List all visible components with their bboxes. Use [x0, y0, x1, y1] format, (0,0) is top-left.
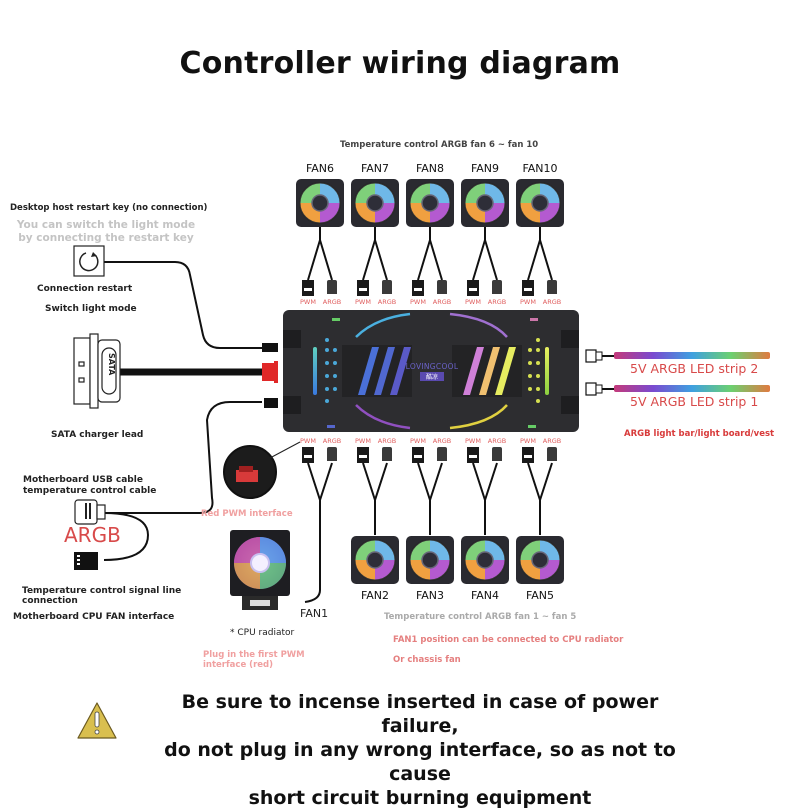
port-label-pwm: PWM [355, 437, 371, 445]
red-pwm-label: Red PWM interface [201, 509, 293, 519]
led-strip-1-label: 5V ARGB LED strip 1 [630, 394, 759, 409]
port-label-pwm: PWM [520, 298, 536, 306]
port-label-pwm: PWM [300, 298, 316, 306]
restart-key-icon [73, 245, 105, 277]
fan-3-icon [405, 535, 455, 585]
usb-heading: Motherboard USB cable temperature contro… [23, 475, 157, 496]
connection-restart-label: Connection restart [37, 284, 133, 294]
fan-9-label: FAN9 [470, 162, 500, 175]
sata-power-connector [262, 361, 278, 383]
cpu-radiator-label: * CPU radiator [230, 628, 295, 638]
fan-10-icon [515, 178, 565, 228]
led-strip-1-graphic [585, 382, 770, 396]
red-pwm-closeup [223, 441, 301, 499]
controller-brand-sub: 酷凉 [420, 372, 444, 381]
led-strip-2-label: 5V ARGB LED strip 2 [630, 361, 759, 376]
fan-8-icon [405, 178, 455, 228]
restart-hint: You can switch the light mode by connect… [16, 219, 196, 244]
left-cables [96, 261, 262, 561]
port-label-argb: ARGB [322, 298, 342, 306]
fan-6-icon [295, 178, 345, 228]
fan-2-label: FAN2 [360, 589, 390, 602]
port-label-argb: ARGB [377, 437, 397, 445]
port-label-argb: ARGB [542, 437, 562, 445]
fan1-note-line2: Or chassis fan [393, 655, 461, 665]
bottom-fan-wires [304, 462, 553, 603]
fan-1-label: FAN1 [300, 607, 329, 620]
port-label-argb: ARGB [377, 298, 397, 306]
warning-line-2: do not plug in any wrong interface, so a… [164, 739, 676, 785]
warning-message: Be sure to incense inserted in case of p… [140, 690, 700, 810]
sata-connector-icon [73, 333, 121, 409]
top-connectors [302, 280, 557, 296]
port-label-argb: ARGB [487, 437, 507, 445]
port-label-pwm: PWM [465, 437, 481, 445]
controller-brand: LOVINGCOOL [405, 362, 459, 371]
controller-hub [283, 310, 579, 432]
page-title: Controller wiring diagram [179, 46, 621, 81]
fan-5-icon [515, 535, 565, 585]
plug-note: Plug in the first PWM interface (red) [203, 650, 305, 670]
port-label-pwm: PWM [300, 437, 316, 445]
led-strip-2-graphic [585, 349, 770, 363]
bottom-group-caption: Temperature control ARGB fan 1 ~ fan 5 [384, 612, 577, 622]
temp-signal-connector [264, 398, 278, 408]
led-strip-caption: ARGB light bar/light board/vest [624, 429, 775, 439]
warning-triangle-icon [77, 702, 117, 739]
port-label-argb: ARGB [542, 298, 562, 306]
fan-7-label: FAN7 [360, 162, 390, 175]
sata-connector-text: SATA [107, 353, 116, 376]
cpu-fan-interface-label: Motherboard CPU FAN interface [13, 612, 175, 622]
fan-10-label: FAN10 [522, 162, 558, 175]
port-label-argb: ARGB [322, 437, 342, 445]
fan-9-icon [460, 178, 510, 228]
usb-connector-icon [74, 499, 106, 525]
bottom-connectors [302, 447, 557, 463]
restart-heading: Desktop host restart key (no connection) [10, 203, 208, 213]
fan1-note-line1: FAN1 position can be connected to CPU ra… [393, 635, 624, 645]
fan-7-icon [350, 178, 400, 228]
argb-label: ARGB [64, 523, 121, 547]
fan-4-icon [460, 535, 510, 585]
cpu-radiator-icon [230, 530, 290, 610]
port-label-argb: ARGB [432, 298, 452, 306]
port-label-pwm: PWM [410, 298, 426, 306]
fan-3-label: FAN3 [415, 589, 445, 602]
switch-light-mode-label: Switch light mode [45, 304, 137, 314]
fan-5-label: FAN5 [525, 589, 555, 602]
warning-line-3: short circuit burning equipment [248, 787, 592, 809]
signal-header-icon [74, 552, 98, 570]
restart-connector [262, 343, 278, 352]
port-label-pwm: PWM [355, 298, 371, 306]
top-group-caption: Temperature control ARGB fan 6 ~ fan 10 [340, 140, 539, 150]
signal-line-label: Temperature control signal line connecti… [22, 586, 182, 606]
sata-label: SATA charger lead [51, 430, 144, 440]
warning-line-1: Be sure to incense inserted in case of p… [181, 691, 659, 737]
port-label-pwm: PWM [465, 298, 481, 306]
top-fan-wires [307, 227, 553, 281]
port-label-argb: ARGB [487, 298, 507, 306]
port-label-pwm: PWM [410, 437, 426, 445]
port-label-argb: ARGB [432, 437, 452, 445]
fan-8-label: FAN8 [415, 162, 445, 175]
port-label-pwm: PWM [520, 437, 536, 445]
fan-6-label: FAN6 [305, 162, 335, 175]
fan-4-label: FAN4 [470, 589, 500, 602]
fan-2-icon [350, 535, 400, 585]
